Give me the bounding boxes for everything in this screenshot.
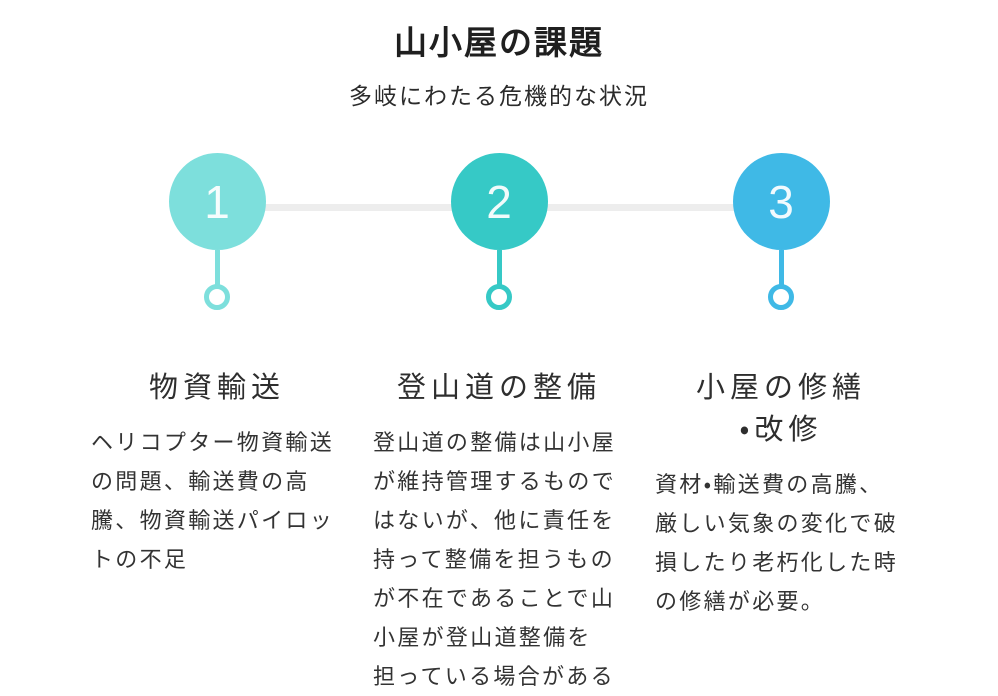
- timeline-milestones: 1 2 3: [76, 153, 922, 310]
- column-body: 資材・輸送費の高騰、厳しい気象の変化で破損したり老朽化した時の修繕が必要。: [655, 472, 899, 614]
- step-1-number: 1: [204, 175, 230, 228]
- step-1-circle: 1: [168, 153, 266, 250]
- column-body: 登山道の整備は山小屋が維持管理するものではないが、他に責任を持って整備を担うもの…: [373, 430, 617, 689]
- pin-ring-icon: [486, 284, 512, 310]
- pin-stem-icon: [496, 250, 502, 285]
- column-supply-transport: 物資輸送 ヘリコプター物資輸送の問題、輸送費の高騰、物資輸送パイロットの不足: [76, 367, 358, 696]
- column-heading: 物資輸送: [148, 372, 285, 404]
- step-3-circle: 3: [732, 153, 830, 250]
- milestone-step-1: 1: [76, 153, 358, 310]
- page-title: 山小屋の課題: [394, 24, 604, 61]
- step-2-number: 2: [486, 175, 512, 228]
- milestone-step-3: 3: [640, 153, 922, 310]
- step-2-circle: 2: [450, 153, 548, 250]
- column-hut-repair: 小屋の修繕 ・改修 資材・輸送費の高騰、厳しい気象の変化で破損したり老朽化した時…: [640, 367, 922, 696]
- column-heading: 登山道の整備: [396, 372, 601, 404]
- step-3-number: 3: [768, 175, 794, 228]
- pin-ring-icon: [768, 284, 794, 310]
- timeline: 1 2 3: [76, 153, 922, 315]
- pin-stem-icon: [778, 250, 784, 285]
- column-trail-maintenance: 登山道の整備 登山道の整備は山小屋が維持管理するものではないが、他に責任を持って…: [358, 367, 640, 696]
- page-subtitle: 多岐にわたる危機的な状況: [349, 83, 649, 109]
- column-body: ヘリコプター物資輸送の問題、輸送費の高騰、物資輸送パイロットの不足: [91, 430, 335, 572]
- pin-ring-icon: [204, 284, 230, 310]
- milestone-step-2: 2: [358, 153, 640, 310]
- content-columns: 物資輸送 ヘリコプター物資輸送の問題、輸送費の高騰、物資輸送パイロットの不足 登…: [76, 367, 922, 696]
- column-heading: 小屋の修繕 ・改修: [695, 372, 866, 446]
- pin-stem-icon: [214, 250, 220, 285]
